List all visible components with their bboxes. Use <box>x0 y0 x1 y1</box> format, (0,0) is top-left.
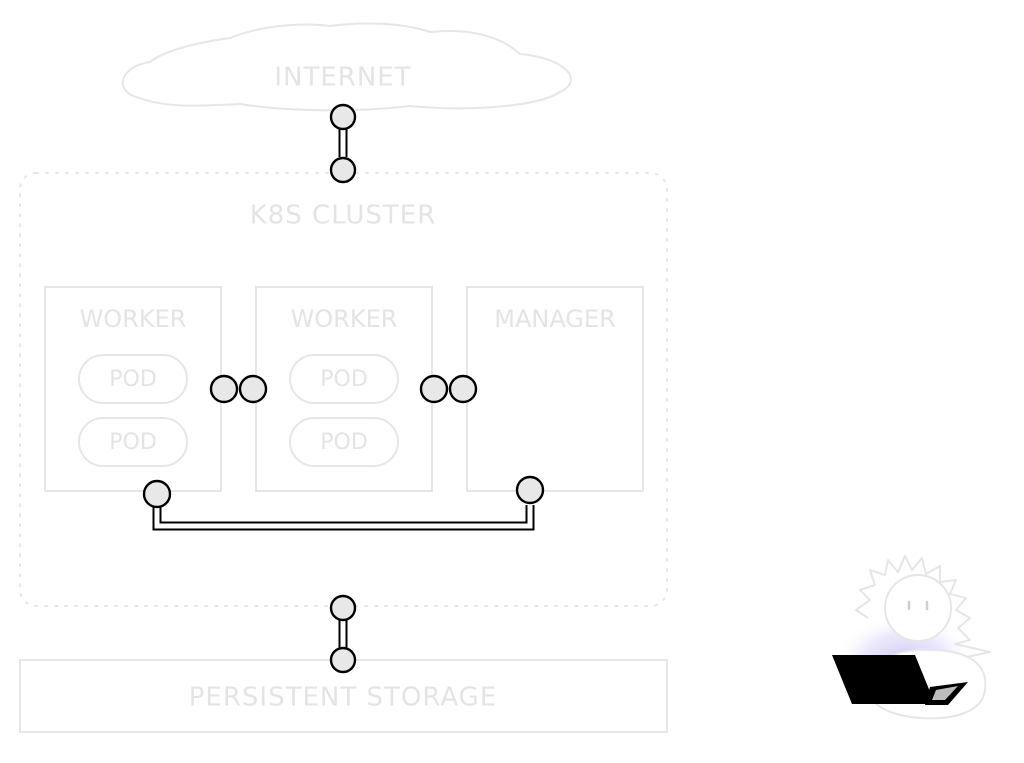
cloud-shape-icon <box>121 22 572 112</box>
internet-label: INTERNET <box>274 63 411 93</box>
pod-3 <box>289 354 399 404</box>
manager-label: MANAGER <box>494 305 616 333</box>
pod-label: POD <box>109 367 157 392</box>
face-icon <box>884 574 952 642</box>
persistent-storage: PERSISTENT STORAGE <box>19 659 668 733</box>
storage-label: PERSISTENT STORAGE <box>189 683 498 713</box>
sun-rays-icon <box>869 555 991 659</box>
pod-label: POD <box>109 430 157 455</box>
pod-label: POD <box>320 367 368 392</box>
cluster-label: K8S CLUSTER <box>250 201 437 231</box>
worker-link-connector-icon <box>209 374 268 404</box>
k8s-cluster: K8S CLUSTER WORKER POD POD WORKER POD PO… <box>19 172 668 607</box>
laptop-icon <box>832 655 935 704</box>
pod-2 <box>78 417 188 467</box>
sun-character-with-laptop-icon <box>832 555 991 720</box>
pod-1 <box>78 354 188 404</box>
internal-bus-connector-icon <box>142 475 545 531</box>
pod-label: POD <box>320 430 368 455</box>
manager-node: MANAGER <box>466 286 644 492</box>
worker-node-1: WORKER POD POD <box>44 286 222 492</box>
manager-link-connector-icon <box>419 374 478 404</box>
internet-cluster-connector-icon <box>329 103 357 184</box>
worker-label: WORKER <box>291 305 398 333</box>
worker-label: WORKER <box>80 305 187 333</box>
internet-cloud: INTERNET <box>121 22 572 112</box>
cluster-boundary <box>19 172 668 607</box>
storage-connector-icon <box>329 594 357 674</box>
pod-4 <box>289 417 399 467</box>
worker-node-2: WORKER POD POD <box>255 286 433 492</box>
